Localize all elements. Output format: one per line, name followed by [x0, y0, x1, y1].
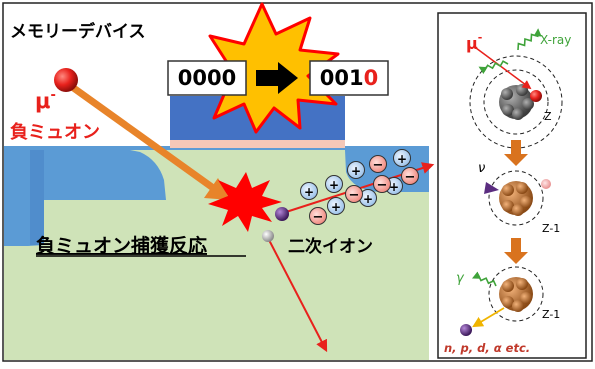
z1-label-bottom: Z-1 [542, 308, 560, 321]
nu-label: ν [478, 161, 485, 176]
svg-text:+: + [363, 192, 373, 206]
capture-stage: μ- X-ray Z [466, 28, 571, 149]
captured-muon [530, 90, 542, 102]
products-label: n, p, d, α etc. [444, 341, 530, 355]
orbit-3 [488, 266, 544, 322]
stage-arrow-2 [504, 238, 528, 264]
minus-charges: − − − − − [309, 155, 419, 225]
gamma-label: γ [456, 271, 465, 286]
fragment-ball [262, 230, 274, 242]
bits-after: 0010 [320, 66, 378, 90]
emitted-particle [460, 324, 472, 336]
plus-charge: + [300, 182, 318, 200]
orbit-inner [483, 69, 549, 135]
secondary-ion-ball [275, 207, 289, 221]
bits-after-box [309, 60, 389, 96]
gamma-stage: γ Z-1 n, p, d, α etc. [444, 266, 560, 355]
svg-text:+: + [304, 185, 314, 199]
minus-charge: − [369, 155, 387, 173]
svg-text:+: + [329, 178, 339, 192]
svg-text:−: − [349, 188, 360, 203]
bits-before: 0000 [178, 66, 236, 90]
xray-label: X-ray [540, 33, 571, 47]
muon-symbol: μ- [35, 88, 56, 113]
device-title: メモリーデバイス [10, 21, 146, 42]
svg-text:−: − [373, 158, 384, 173]
gamma-wave [471, 271, 497, 287]
muon-ball [54, 68, 78, 92]
gate-oxide [170, 140, 345, 148]
z-label: Z [544, 110, 552, 123]
minus-charge: − [401, 167, 419, 185]
source-edge [30, 150, 44, 245]
muon-label: 負ミュオン [10, 121, 100, 143]
z1-label: Z-1 [542, 222, 560, 235]
inset-muon-symbol: μ- [466, 31, 482, 53]
muon-symbol-main: μ [35, 89, 50, 113]
svg-text:−: − [313, 210, 324, 225]
bits-after-prefix: 001 [320, 66, 364, 90]
emission-arrow [472, 307, 505, 328]
bits-after-flipped: 0 [364, 66, 379, 90]
reaction-label: 負ミュオン捕獲反応 [36, 234, 207, 257]
svg-text:+: + [397, 152, 407, 166]
svg-text:+: + [389, 180, 399, 194]
muon-incoming-arrow [475, 47, 532, 90]
svg-text:−: − [405, 170, 416, 185]
fragment-track [267, 237, 328, 353]
proton-dot [541, 179, 551, 189]
plus-charge: + [393, 149, 411, 167]
plus-charge: + [325, 175, 343, 193]
minus-charge: − [373, 175, 391, 193]
bits-arrow-icon [256, 62, 298, 94]
inset-muon-charge: - [478, 31, 483, 44]
muon-trajectory [65, 81, 219, 193]
secondary-ion-label: 二次イオン [288, 236, 373, 257]
xray-lower-wave [478, 60, 509, 75]
plus-charge: + [347, 161, 365, 179]
neutrino-stage: ν Z-1 [478, 161, 560, 235]
source-region [4, 150, 166, 246]
bits-before-box [167, 60, 247, 96]
minus-charge: − [309, 207, 327, 225]
neutrino-arrowhead [484, 182, 499, 194]
xray-upper-wave [517, 28, 542, 51]
stage-arrow-1 [504, 140, 528, 166]
plus-charges: + + + + + + + [300, 149, 411, 215]
muon-symbol-charge: - [50, 88, 55, 103]
svg-text:+: + [351, 164, 361, 178]
plus-charge: + [327, 197, 345, 215]
svg-text:+: + [331, 200, 341, 214]
minus-charge: − [345, 185, 363, 203]
capture-explosion [208, 172, 282, 232]
muon-trajectory-head [204, 178, 230, 200]
inset-muon-main: μ [466, 34, 478, 53]
svg-text:−: − [377, 178, 388, 193]
orbit-2 [488, 170, 544, 226]
